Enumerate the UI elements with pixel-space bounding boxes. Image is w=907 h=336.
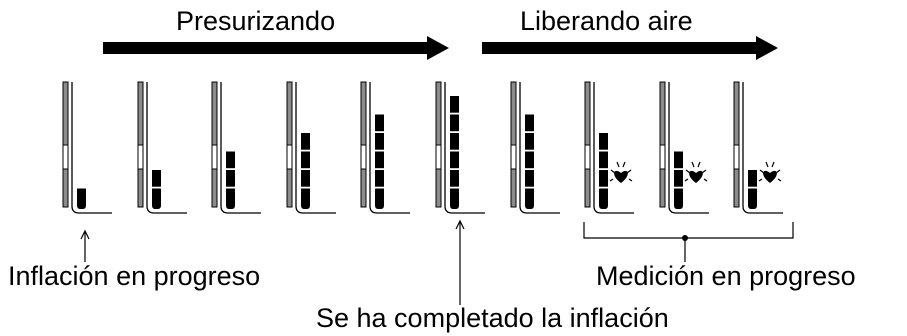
level-segment bbox=[599, 133, 608, 150]
label-measurement-in-progress: Medición en progreso bbox=[596, 261, 856, 291]
level-segment bbox=[525, 151, 534, 169]
gauge-8 bbox=[584, 81, 634, 214]
heart-icon bbox=[609, 161, 633, 183]
level-segment bbox=[748, 170, 757, 187]
level-segment bbox=[525, 188, 534, 206]
level-segment bbox=[301, 151, 310, 169]
level-segment bbox=[674, 188, 683, 206]
level-segment bbox=[375, 188, 384, 206]
level-segment bbox=[301, 170, 310, 187]
level-segment bbox=[375, 151, 384, 169]
level-segment bbox=[525, 170, 534, 187]
level-segment bbox=[152, 188, 161, 206]
releasing-air-arrow bbox=[482, 36, 778, 60]
level-segment bbox=[375, 133, 384, 150]
level-segment bbox=[450, 96, 459, 113]
heart-icon bbox=[758, 161, 782, 183]
level-segment bbox=[525, 114, 534, 132]
label-inflation-in-progress: Inflación en progreso bbox=[8, 261, 261, 291]
level-segment bbox=[301, 133, 310, 150]
level-segment bbox=[450, 151, 459, 169]
level-segment bbox=[226, 188, 235, 206]
label-inflation-completed: Se ha completado la inflación bbox=[316, 303, 669, 333]
gauge-10 bbox=[733, 81, 783, 214]
inflation-completed-pointer bbox=[455, 219, 465, 305]
gauge-9 bbox=[659, 81, 709, 214]
level-segment bbox=[450, 114, 459, 132]
level-segment bbox=[450, 188, 459, 206]
level-segment bbox=[226, 170, 235, 187]
pressurizing-arrow bbox=[103, 36, 449, 60]
measurement-bracket bbox=[583, 222, 794, 262]
level-segment bbox=[375, 114, 384, 132]
heart-icon bbox=[684, 161, 708, 183]
gauge-5 bbox=[360, 81, 410, 214]
level-segment bbox=[748, 188, 757, 206]
level-segment bbox=[450, 170, 459, 187]
gauge-1 bbox=[62, 81, 112, 214]
inflation-in-progress-pointer bbox=[80, 229, 90, 262]
level-segment bbox=[152, 170, 161, 187]
gauge-3 bbox=[211, 81, 261, 214]
level-segment bbox=[226, 151, 235, 169]
level-segment bbox=[77, 188, 86, 206]
level-segment bbox=[301, 188, 310, 206]
gauge-2 bbox=[137, 81, 187, 214]
phase-label-pressurizing: Presurizando bbox=[176, 6, 336, 36]
gauge-4 bbox=[286, 81, 336, 214]
level-segment bbox=[599, 151, 608, 169]
phase-label-releasing-air: Liberando aire bbox=[520, 6, 693, 36]
level-segment bbox=[674, 170, 683, 187]
level-segment bbox=[525, 133, 534, 150]
level-segment bbox=[450, 133, 459, 150]
level-segment bbox=[599, 170, 608, 187]
gauge-6 bbox=[435, 81, 485, 214]
level-segment bbox=[375, 170, 384, 187]
level-segment bbox=[599, 188, 608, 206]
gauge-7 bbox=[510, 81, 560, 214]
level-segment bbox=[674, 151, 683, 169]
